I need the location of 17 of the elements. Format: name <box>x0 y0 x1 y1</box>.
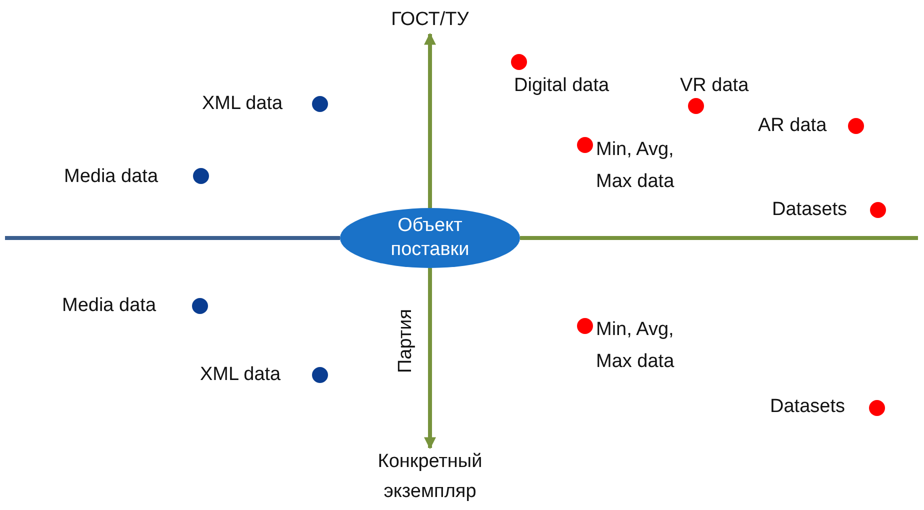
data-label: Media data <box>64 165 158 189</box>
axis-label: Партия <box>395 309 417 373</box>
axis-label: ГОСТ/ТУ <box>376 6 484 34</box>
data-label: Media data <box>62 294 156 318</box>
data-label: Datasets <box>770 395 845 419</box>
data-label: Min, Avg, Max data <box>596 318 676 374</box>
data-label: XML data <box>202 92 283 116</box>
data-label: Datasets <box>772 198 847 222</box>
data-label: Digital data <box>514 74 610 98</box>
data-label: Min, Avg, Max data <box>596 138 676 194</box>
arrow <box>424 268 436 450</box>
ellipse-node: Объект поставки <box>340 208 520 268</box>
data-label: VR data <box>680 74 749 98</box>
arrow <box>424 32 436 208</box>
data-label: AR data <box>758 114 827 138</box>
axis-label: Конкретный экземпляр <box>352 448 508 506</box>
data-label: XML data <box>200 363 281 387</box>
